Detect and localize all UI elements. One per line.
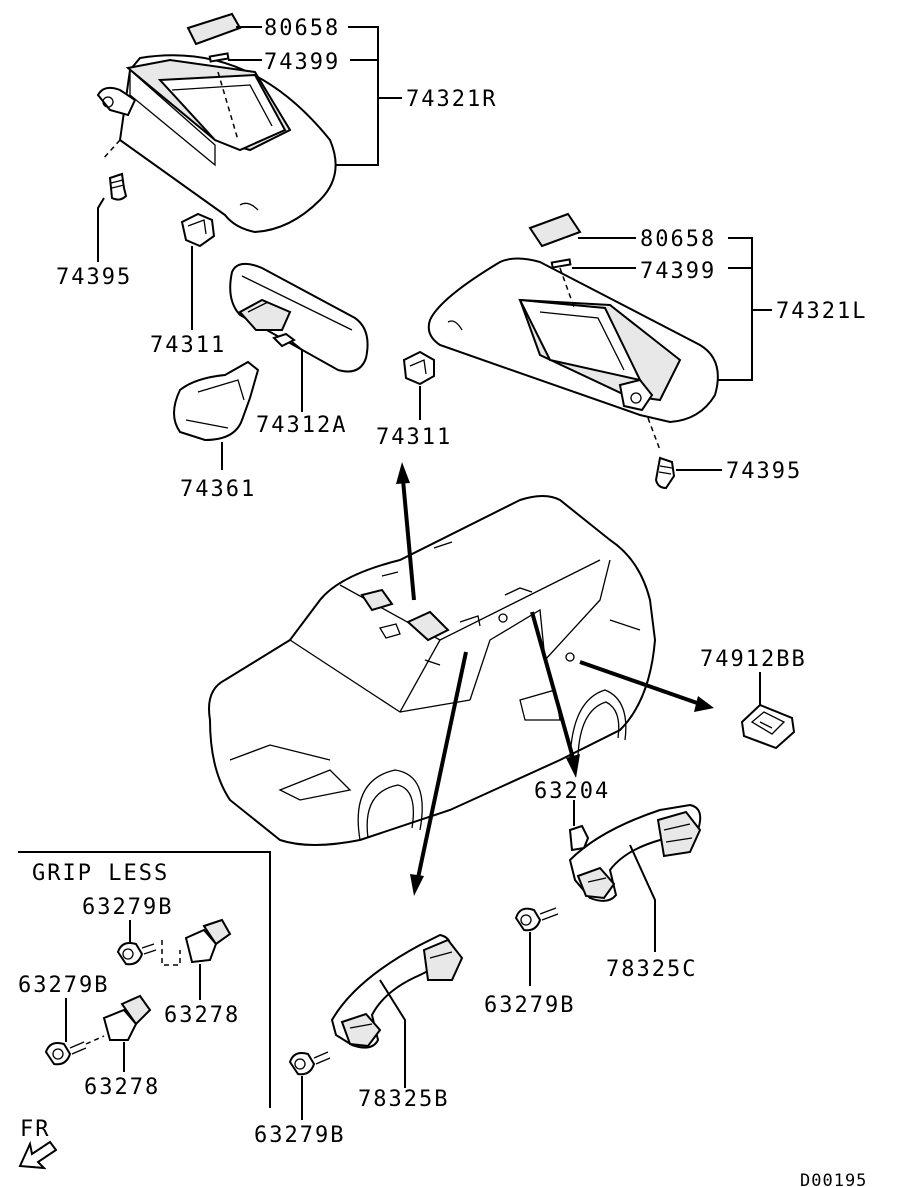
mirror-clip-74312a[interactable] bbox=[272, 332, 296, 348]
grip-less-title: GRIP LESS bbox=[32, 861, 169, 886]
diagram-code: D00195 bbox=[800, 1171, 867, 1187]
label-63279b-g1: 63279B bbox=[82, 895, 173, 920]
label-78325b: 78325B bbox=[358, 1087, 449, 1112]
assist-grip-78325b[interactable] bbox=[330, 933, 464, 1049]
label-74321r: 74321R bbox=[406, 87, 497, 112]
label-63279b-c: 63279B bbox=[484, 993, 575, 1018]
visor-clip-74311-right[interactable] bbox=[180, 212, 216, 248]
front-arrow-icon bbox=[18, 1140, 58, 1170]
clip-right-74399[interactable] bbox=[208, 52, 230, 63]
front-label: FR bbox=[20, 1117, 51, 1142]
label-74395-left: 74395 bbox=[726, 459, 802, 484]
label-pad-right-80658[interactable] bbox=[186, 12, 242, 46]
visor-clip-74311-left[interactable] bbox=[402, 350, 435, 386]
label-80658-right: 80658 bbox=[264, 16, 340, 41]
sun-visor-left[interactable] bbox=[427, 257, 719, 451]
label-74399-left: 74399 bbox=[640, 259, 716, 284]
label-74312a: 74312A bbox=[256, 413, 347, 438]
label-74361: 74361 bbox=[180, 477, 256, 502]
arrow-to-grip-c bbox=[530, 611, 580, 778]
assist-grip-78325c[interactable] bbox=[568, 803, 702, 902]
screw-63279b-g1[interactable] bbox=[116, 942, 157, 966]
screw-63279b-b[interactable] bbox=[288, 1051, 331, 1076]
vehicle-outline bbox=[208, 495, 657, 846]
label-80658-left: 80658 bbox=[640, 227, 716, 252]
grip-less-frame bbox=[18, 851, 271, 1108]
arrow-to-grip-b bbox=[410, 651, 468, 896]
label-74311-left: 74311 bbox=[376, 425, 452, 450]
label-74321l: 74321L bbox=[776, 299, 867, 324]
coat-hook-74912bb[interactable] bbox=[740, 703, 796, 750]
label-63278-g2: 63278 bbox=[84, 1075, 160, 1100]
room-mirror[interactable] bbox=[229, 262, 369, 373]
arrow-to-visors bbox=[396, 462, 416, 601]
screw-63279b-g2[interactable] bbox=[44, 1041, 87, 1066]
clip-left-74399[interactable] bbox=[550, 258, 572, 269]
screw-63279b-c[interactable] bbox=[514, 907, 559, 932]
label-63279b-g2: 63279B bbox=[18, 973, 109, 998]
label-74399-right: 74399 bbox=[264, 50, 340, 75]
label-63204: 63204 bbox=[534, 779, 610, 804]
label-78325c: 78325C bbox=[606, 957, 697, 982]
cap-63204[interactable] bbox=[568, 824, 590, 852]
cap-63278-g2[interactable] bbox=[102, 994, 152, 1041]
label-74311-right: 74311 bbox=[150, 333, 226, 358]
screw-left-74395[interactable] bbox=[654, 456, 676, 490]
label-74912bb: 74912BB bbox=[700, 647, 807, 672]
sun-visor-right[interactable] bbox=[96, 54, 337, 234]
label-63278-g1: 63278 bbox=[164, 1003, 240, 1028]
screw-right-74395[interactable] bbox=[108, 172, 128, 201]
arrow-to-hook bbox=[579, 660, 714, 712]
label-63279b-b: 63279B bbox=[254, 1123, 345, 1148]
vehicle-interior-parts bbox=[360, 541, 575, 662]
cap-63278-g1[interactable] bbox=[184, 918, 232, 964]
label-74395-right: 74395 bbox=[56, 265, 132, 290]
label-pad-left-80658[interactable] bbox=[528, 212, 582, 248]
mirror-cover-74361[interactable] bbox=[173, 360, 260, 442]
